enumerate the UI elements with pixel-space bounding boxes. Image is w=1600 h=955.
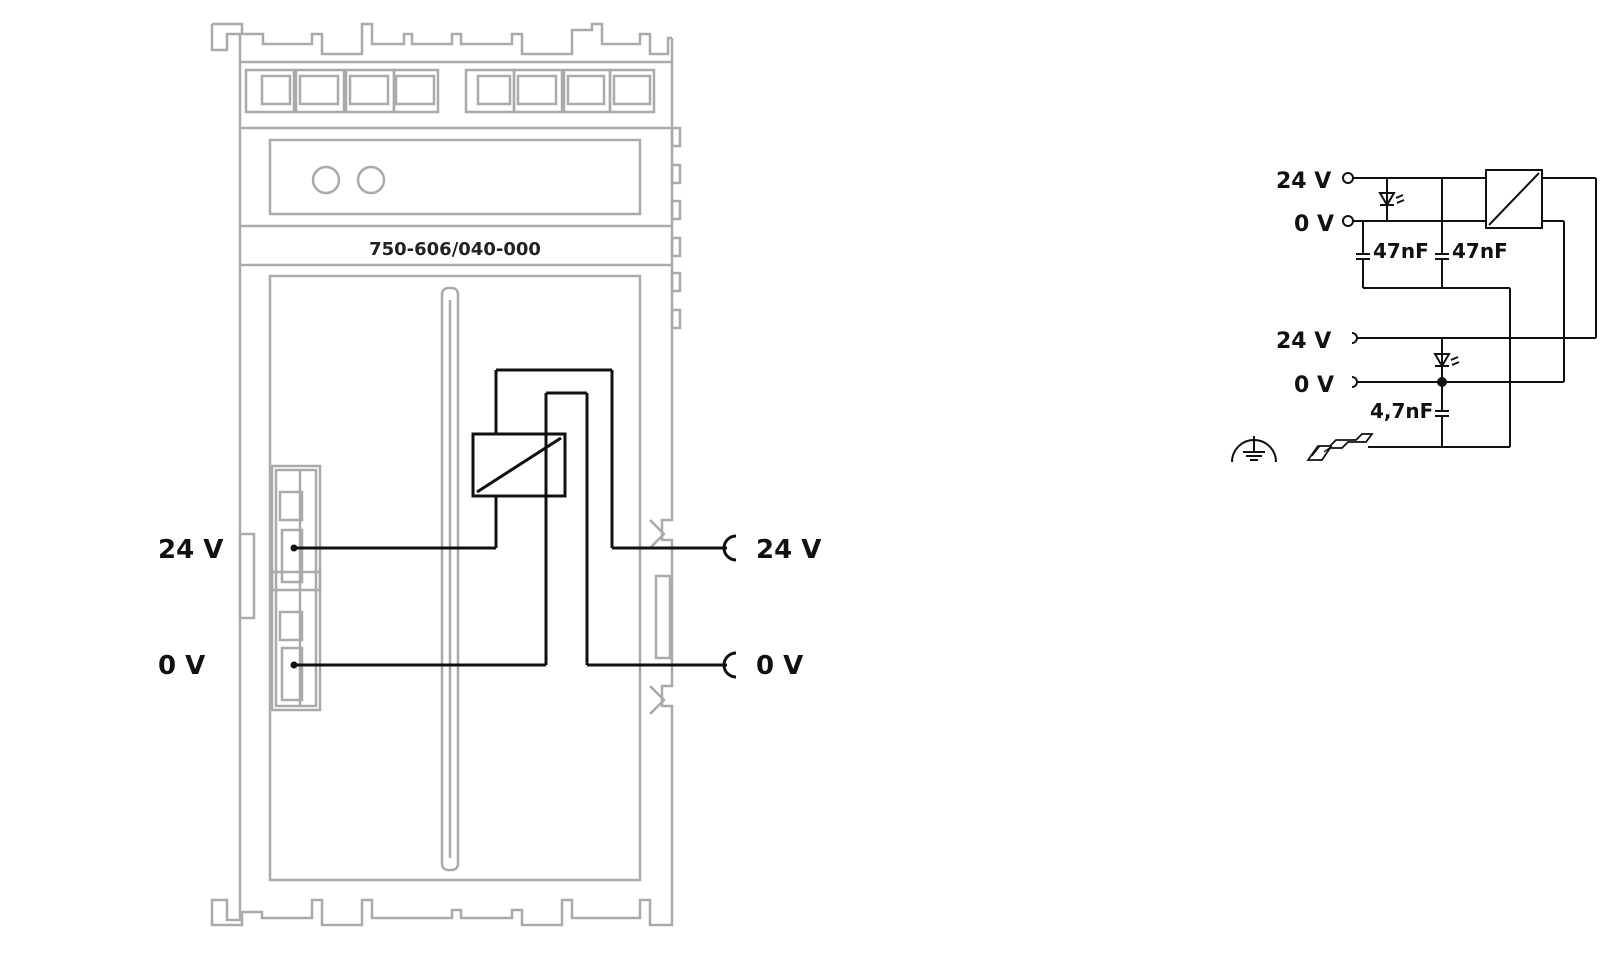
schematic-in-bottom-label: 0 V <box>1294 212 1334 237</box>
module-part-number: 750-606/040-000 <box>369 239 541 260</box>
module-housing <box>210 22 682 927</box>
schematic-in-top-label: 24 V <box>1276 169 1331 194</box>
capacitor-2-label: 47nF <box>1452 239 1508 263</box>
output-bottom-terminal <box>722 651 737 679</box>
capacitor-3-label: 4,7nF <box>1370 399 1433 423</box>
schematic-out-bottom-label: 0 V <box>1294 373 1334 398</box>
din-rail-icon <box>1306 433 1374 461</box>
output-top-label: 24 V <box>756 535 821 565</box>
output-bottom-label: 0 V <box>756 651 803 681</box>
schematic-out-top-label: 24 V <box>1276 329 1331 354</box>
schematic-in-bottom-terminal <box>1342 215 1354 227</box>
input-bottom-label: 0 V <box>158 651 205 681</box>
schematic-in-top-terminal <box>1342 172 1354 184</box>
ground-icon <box>1231 436 1277 463</box>
input-top-label: 24 V <box>158 535 223 565</box>
capacitor-1-label: 47nF <box>1373 239 1429 263</box>
schematic <box>1231 169 1597 463</box>
left-wiring <box>290 368 737 679</box>
schematic-junction <box>1437 377 1447 387</box>
converter-box <box>471 432 567 498</box>
output-top-terminal <box>722 534 737 562</box>
schematic-converter-box <box>1485 169 1543 229</box>
